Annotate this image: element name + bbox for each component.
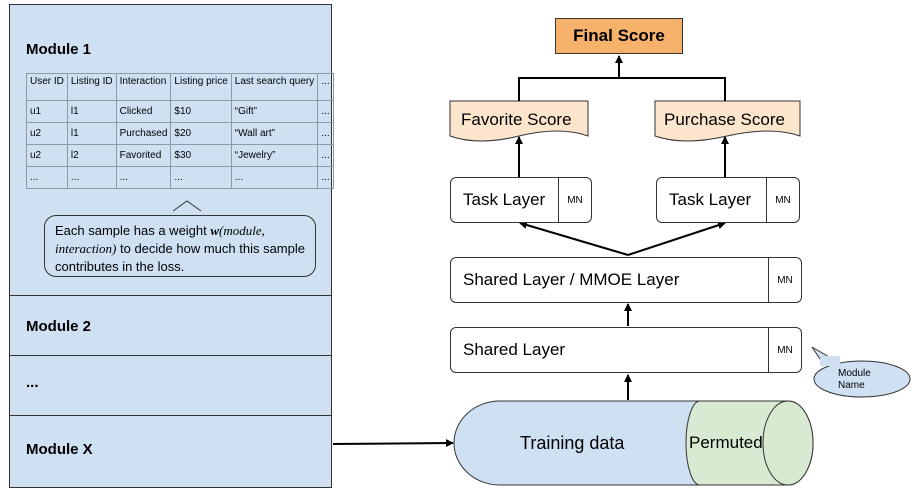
table-cell: u2 (26, 144, 68, 167)
module-ellipsis-title: ... (26, 374, 39, 391)
permuted-label: Permuted (689, 433, 763, 452)
purchase-score-label: Purchase Score (664, 110, 785, 129)
column-header: User ID (26, 73, 68, 101)
purchase-score-shape (654, 100, 801, 142)
arrow-mmoe-to-task-left (519, 221, 629, 256)
module-name-bubble-body (813, 360, 911, 398)
table-header-row: User ID Listing ID Interaction Listing p… (26, 73, 334, 101)
module-name-callout-label: Module Name (838, 368, 871, 391)
module-x-title: Module X (26, 441, 93, 458)
bubble-join (820, 356, 840, 366)
table-cell: ... (115, 166, 172, 189)
module-1-title: Module 1 (26, 41, 92, 58)
mn-tag: MN (558, 178, 591, 222)
training-data-label: Training data (520, 433, 625, 453)
callout-text-after: to decide how much this sample contribut… (55, 241, 305, 274)
table-cell: ... (26, 166, 68, 189)
mn-tag: MN (768, 328, 801, 372)
favorite-score-shape (449, 100, 589, 142)
column-header: Last search query (230, 73, 319, 101)
module-1-panel: Module 1 User ID Listing ID Interaction … (9, 4, 334, 296)
permuted-segment (685, 400, 789, 486)
weight-symbol: w (210, 223, 220, 238)
arrow-scores-to-final (518, 77, 726, 101)
weight-formula: w(module, interaction) (55, 223, 265, 256)
shared-mmoe-layer: Shared Layer / MMOE Layer MN (450, 257, 802, 303)
arrow-modulex-to-training (332, 439, 454, 448)
final-score-box: Final Score (555, 18, 683, 54)
task-layer-right-label: Task Layer (669, 190, 752, 209)
module-x-panel: Module X (9, 415, 332, 488)
column-header: Listing price (170, 73, 232, 101)
callout-text-before: Each sample has a weight (55, 223, 211, 238)
arrow-mmoe-to-task-right (627, 221, 726, 256)
shared-layer-label: Shared Layer (463, 340, 566, 359)
task-layer-right: Task Layer MN (656, 177, 800, 223)
weight-args: (module, interaction) (55, 223, 265, 256)
callout-pointer (172, 200, 202, 212)
task-layer-left: Task Layer MN (450, 177, 592, 223)
shared-layer: Shared Layer MN (450, 327, 802, 373)
table-row: ... ... ... ... ... ... (26, 166, 334, 189)
mn-tag: MN (766, 178, 799, 222)
module-2-title: Module 2 (26, 318, 92, 335)
favorite-score-label: Favorite Score (461, 110, 572, 129)
table-cell: ... (317, 100, 334, 123)
cylinder-end-cap (762, 400, 814, 486)
shared-mmoe-layer-label: Shared Layer / MMOE Layer (463, 270, 680, 289)
task-layer-left-label: Task Layer (463, 190, 546, 209)
sample-table: User ID Listing ID Interaction Listing p… (26, 73, 334, 189)
table-cell: ... (170, 166, 232, 189)
weight-callout: Each sample has a weight w(module, inter… (44, 215, 316, 277)
mn-tag: MN (768, 258, 801, 302)
table-cell: ... (317, 166, 334, 189)
